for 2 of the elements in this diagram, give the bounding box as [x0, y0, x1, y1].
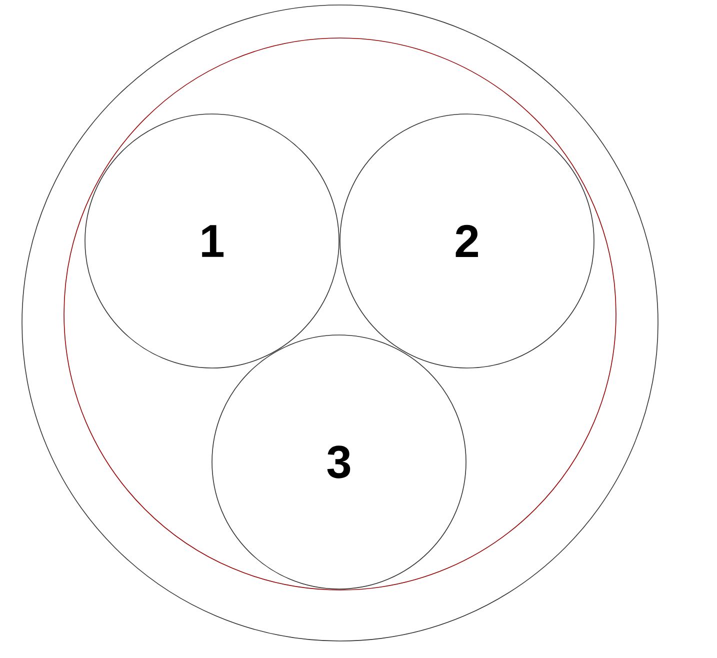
circle: [22, 4, 658, 642]
circle: [64, 38, 616, 590]
